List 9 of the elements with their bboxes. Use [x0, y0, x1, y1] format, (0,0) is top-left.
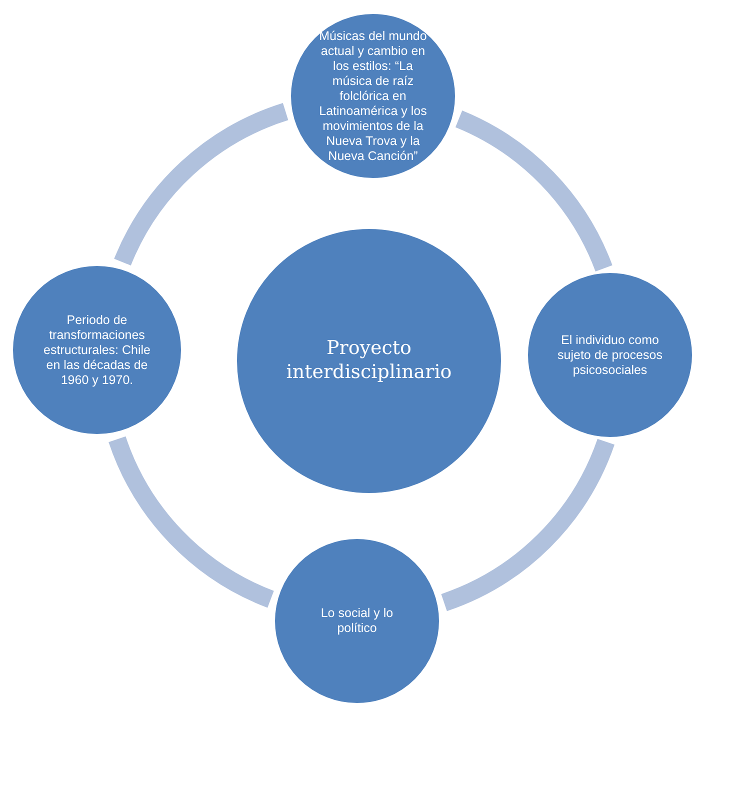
- circle-text: Lo social y lo político: [320, 606, 394, 636]
- ring-arc-connector: [114, 103, 289, 266]
- circle-text: Periodo de transformaciones estructurales: Chile en las décadas de 1960 y 1970.: [42, 312, 152, 388]
- circle-text: Músicas del mundo actual y cambio en los estilos: “La música de raíz folclórica en Latinoamérica y los movimientos de la Nueva Trova y la Nueva Canción”: [318, 28, 428, 164]
- ring-arc-connector: [108, 436, 274, 608]
- ring-arc-connector: [440, 438, 614, 611]
- circle-text: El individuo como sujeto de procesos psicosociales: [556, 332, 664, 378]
- ring-arc-connector: [454, 110, 612, 272]
- circle-text: Proyecto interdisciplinario: [285, 337, 453, 385]
